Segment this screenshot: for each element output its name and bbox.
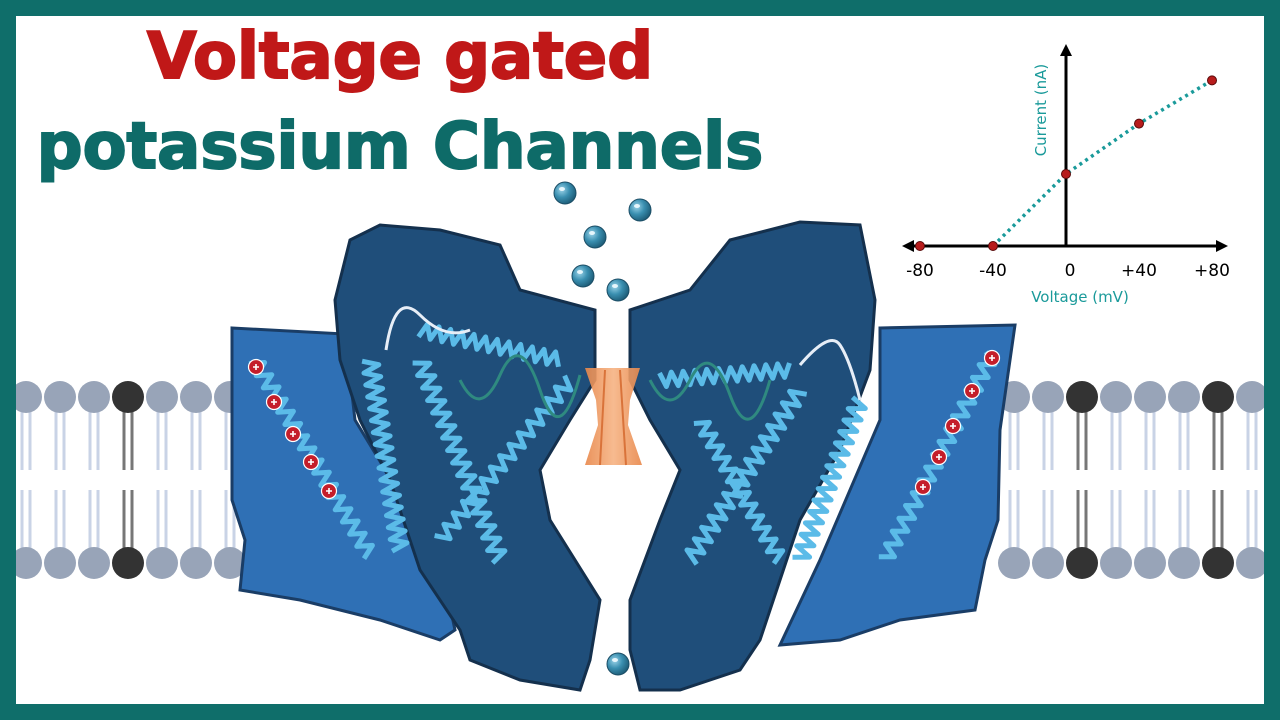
alpha-helix [684,388,808,566]
iv-data-point [915,241,925,251]
lipid-molecule [112,490,144,579]
iv-chart: -80 -40 0 +40 +80 Voltage (mV) Current (nA) [902,44,1230,306]
iv-points [915,75,1217,251]
x-tick-label: -80 [906,261,934,281]
alpha-helix [693,419,786,565]
lipid-molecule [214,490,246,579]
lipid-molecule [1066,381,1098,470]
x-tick-label: 0 [1065,261,1076,281]
x-tick-label: +80 [1194,261,1230,281]
potassium-ions [553,181,652,676]
diagram-canvas: Voltage gated potassium Channels -80 -40 0… [16,19,1264,692]
positive-charge-icon [914,478,932,496]
lipid-molecule [16,490,42,579]
pore-subunit-right [628,220,877,692]
potassium-ion-icon [606,652,630,676]
lipid-molecule [180,381,212,470]
voltage-sensor-domain-right [777,323,1017,647]
lipid-molecule [146,381,178,470]
alpha-helix [434,374,574,542]
x-axis-arrow-left-icon [902,240,914,252]
lipid-molecule [146,490,178,579]
alpha-helix [792,395,868,560]
iv-data-point [1134,118,1144,129]
x-axis-arrow-right-icon [1216,240,1228,252]
positive-charge-icon [265,393,283,411]
positive-charge-icon [963,382,981,400]
iv-curve-line [991,78,1213,248]
positive-charge-icon [284,425,302,443]
positive-charge-icon [302,453,320,471]
x-tick-label: -40 [979,261,1007,281]
lipid-molecule [78,490,110,579]
lipid-bilayer [16,381,1264,579]
title-line-1: Voltage gated [147,20,653,94]
pore-loop [458,354,582,419]
alpha-helix [416,321,561,368]
iv-data-point [1207,75,1217,86]
loop-linker [798,339,862,401]
y-axis-arrow-up-icon [1060,44,1072,56]
lipid-molecule [1100,490,1132,579]
lipid-molecule [1066,490,1098,579]
positive-charge-icon [944,417,962,435]
alpha-helix [412,360,508,565]
loop-linker [384,306,471,351]
lipid-molecule [16,381,42,470]
x-axis-label: Voltage (mV) [1031,288,1129,306]
lipid-molecule [112,381,144,470]
positive-charge-icon [983,349,1001,367]
positive-charge-icon [247,358,265,376]
potassium-ion-icon [606,278,630,302]
lipid-molecule [1100,381,1132,470]
potassium-ion-icon [583,225,607,249]
iv-curve [991,78,1213,248]
lipid-molecule [44,490,76,579]
lipid-molecule [1202,381,1234,470]
lipid-molecule [998,490,1030,579]
lipid-molecule [1032,381,1064,470]
pore-loop [648,361,772,421]
iv-data-point [988,241,998,251]
y-axis-label: Current (nA) [1032,64,1050,157]
x-tick-labels: -80 -40 0 +40 +80 [906,261,1230,281]
positive-charge-icon [930,448,948,466]
lipid-molecule [78,381,110,470]
x-tick-label: +40 [1121,261,1157,281]
pore-subunit-left [333,223,602,692]
lipid-molecule [1236,381,1264,470]
lipid-molecule [44,381,76,470]
voltage-sensor-charges [247,349,1001,500]
lipid-molecule [1168,490,1200,579]
lipid-molecule [1134,490,1166,579]
title-line-2: potassium Channels [37,110,764,184]
lipid-molecule [1168,381,1200,470]
selectivity-filter [585,368,642,466]
alpha-helix [361,358,410,554]
lipid-molecule [1032,490,1064,579]
potassium-ion-icon [553,181,577,205]
potassium-ion-icon [628,198,652,222]
positive-charge-icon [320,482,338,500]
lipid-molecule [1134,381,1166,470]
iv-data-point [1061,169,1071,179]
lipid-molecule [180,490,212,579]
diagram-frame: Voltage gated potassium Channels -80 -40 0… [16,16,1264,704]
potassium-ion-icon [571,264,595,288]
lipid-molecule [1236,490,1264,579]
voltage-sensor-domain-left [230,326,457,642]
lipid-molecule [1202,490,1234,579]
